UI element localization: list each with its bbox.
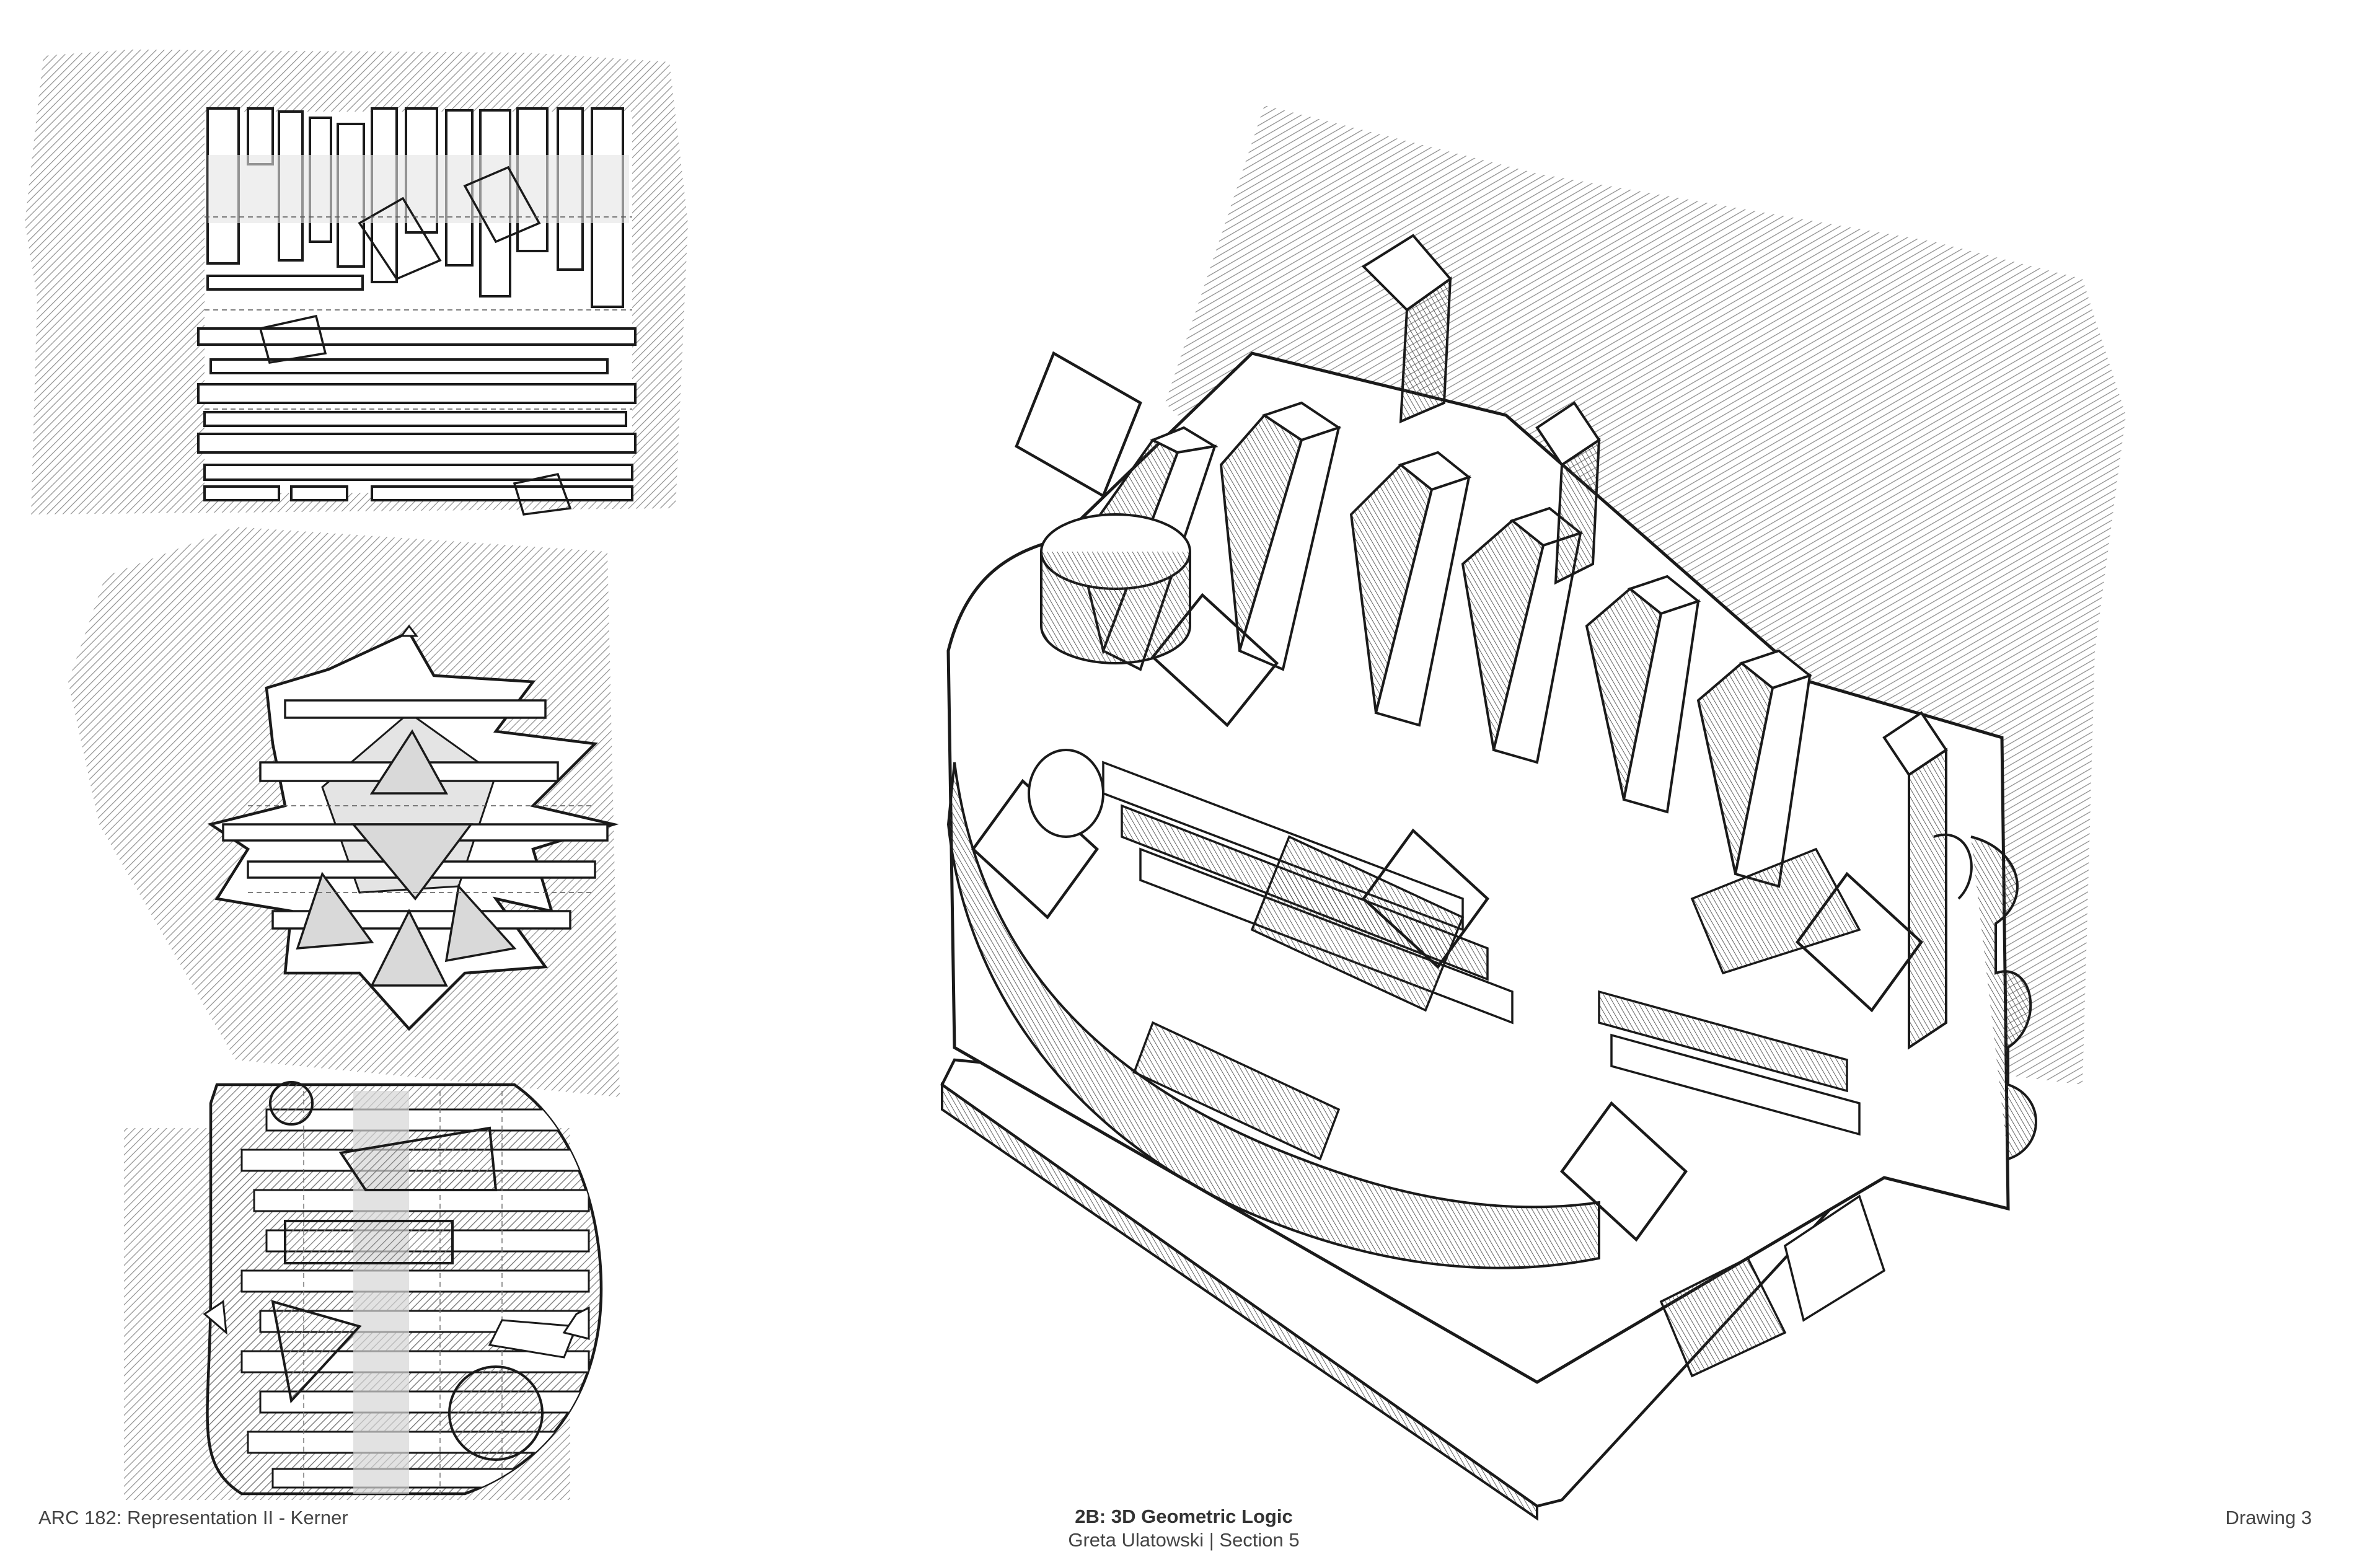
plan-drawing-linear: [19, 37, 707, 521]
plan-drawing-circular: [118, 1066, 614, 1506]
author-section: Greta Ulatowski | Section 5: [1068, 1529, 1300, 1551]
axonometric-drawing: [917, 93, 2169, 1525]
linear-bars-plan-icon: [25, 50, 688, 516]
axonometric-mass-icon: [940, 105, 2126, 1521]
star-plan-icon: [68, 527, 620, 1097]
plan-drawing-star: [62, 514, 632, 1103]
course-label: ARC 182: Representation II - Kerner: [38, 1507, 348, 1528]
drawing-number: Drawing 3: [2225, 1507, 2312, 1528]
title-block: 2B: 3D Geometric Logic Greta Ulatowski |…: [967, 1505, 1401, 1552]
project-title: 2B: 3D Geometric Logic: [1075, 1506, 1293, 1527]
circular-grid-plan-icon: [124, 1081, 603, 1500]
